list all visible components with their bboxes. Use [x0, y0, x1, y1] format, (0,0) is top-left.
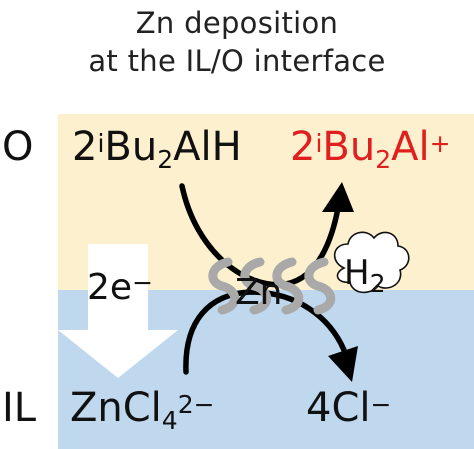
electrons-label: 2e−: [87, 267, 154, 308]
zinc-label: Zn: [235, 272, 283, 313]
diisobutylaluminium-hydride-label: 2iBu2AlH: [72, 124, 242, 174]
diagram-title-line-2: at the IL/O interface: [88, 44, 386, 78]
zinc-deposit-swirls: [208, 257, 336, 315]
ionic-liquid-phase-label: IL: [2, 385, 37, 431]
hydrogen-label: H2: [344, 253, 386, 298]
reduction-path-arrow: [183, 289, 347, 375]
electron-transfer-arrow: [58, 244, 178, 378]
tetrachlorozincate-label: ZnCl42−: [70, 385, 215, 435]
oxidation-arrowhead: [322, 182, 354, 212]
chloride-label: 4Cl−: [306, 385, 392, 431]
diisobutylaluminium-cation-label: 2iBu2Al+: [290, 124, 451, 174]
organic-phase-label: O: [2, 124, 34, 170]
reduction-arrowhead: [328, 346, 358, 382]
hydrogen-bubble: [333, 231, 410, 294]
diagram-title-line-1: Zn deposition: [135, 6, 339, 40]
